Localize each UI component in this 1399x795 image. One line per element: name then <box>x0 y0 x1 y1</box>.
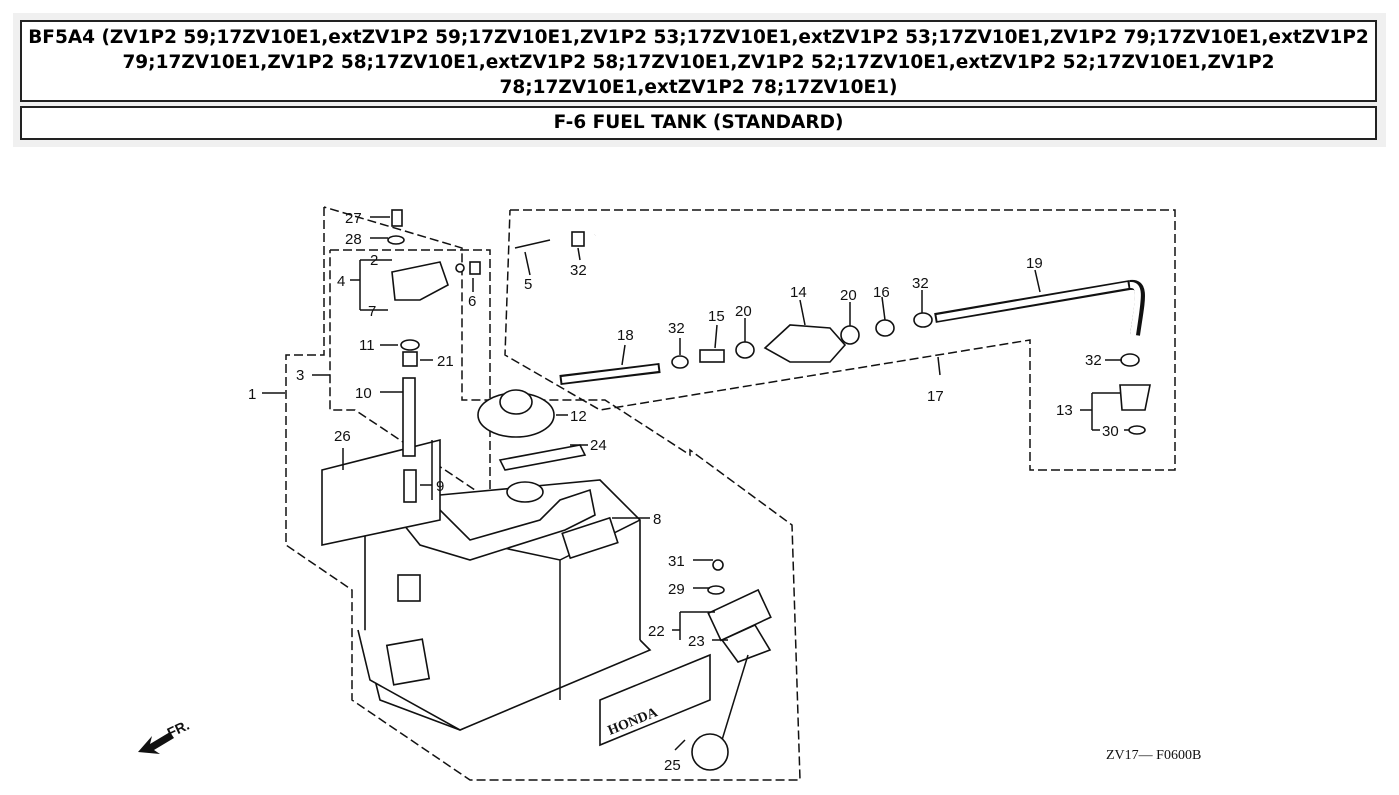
part-label-30: 30 <box>1102 423 1119 440</box>
decal-26 <box>321 438 441 546</box>
part-label-8: 8 <box>653 511 661 528</box>
fuel-tank <box>357 479 652 731</box>
part-label-14: 14 <box>790 284 807 301</box>
part-label-22: 22 <box>648 623 665 640</box>
part-label-23: 23 <box>688 633 705 650</box>
part-label-28: 28 <box>345 231 362 248</box>
part-label-21: 21 <box>437 353 454 370</box>
part-label-10: 10 <box>355 385 372 402</box>
part-label-7: 7 <box>368 303 376 320</box>
part-label-6: 6 <box>468 293 476 310</box>
outline-tank-assembly <box>285 206 801 781</box>
part-label-2: 2 <box>370 252 378 269</box>
part-label-17: 17 <box>927 388 944 405</box>
part-label-11: 11 <box>359 337 375 354</box>
part-label-32b: 32 <box>668 320 685 337</box>
part-label-32d: 32 <box>1085 352 1102 369</box>
fuel-gauge <box>691 559 772 771</box>
front-arrow: FR. <box>138 717 192 754</box>
part-label-16: 16 <box>873 284 890 301</box>
part-label-3: 3 <box>296 367 304 384</box>
part-label-26: 26 <box>334 428 351 445</box>
section-title: F-6 FUEL TANK (STANDARD) <box>20 106 1377 140</box>
part-label-29: 29 <box>668 581 685 598</box>
part-label-5: 5 <box>524 276 532 293</box>
fuel-cap <box>477 389 587 471</box>
front-arrow-icon <box>138 732 174 754</box>
part-label-20a: 20 <box>735 303 752 320</box>
part-label-9: 9 <box>436 478 444 495</box>
part-label-13: 13 <box>1056 402 1073 419</box>
part-label-15: 15 <box>708 308 725 325</box>
outline-cap-group <box>329 249 491 502</box>
part-labels: 1 2 3 4 5 6 7 8 9 10 11 12 13 14 15 16 1… <box>248 210 1119 774</box>
part-label-1: 1 <box>248 386 256 403</box>
vent-cock-assembly <box>387 209 481 503</box>
part-label-32c: 32 <box>912 275 929 292</box>
figure-code: ZV17— F0600B <box>1106 748 1201 763</box>
part-label-31: 31 <box>668 553 685 570</box>
part-label-24: 24 <box>590 437 607 454</box>
group-outlines <box>285 206 1176 781</box>
outline-fuel-line <box>504 209 1176 471</box>
part-label-25: 25 <box>664 757 681 774</box>
honda-decal: HONDA <box>599 653 711 747</box>
part-label-19: 19 <box>1026 255 1043 272</box>
part-label-32a: 32 <box>570 262 587 279</box>
front-arrow-label: FR. <box>165 717 192 741</box>
fuel-line-assembly <box>514 226 1151 435</box>
part-label-18: 18 <box>617 327 634 344</box>
part-label-20b: 20 <box>840 287 857 304</box>
leader-lines <box>262 216 1129 751</box>
part-label-4: 4 <box>337 273 345 290</box>
model-title: BF5A4 (ZV1P2 59;17ZV10E1,extZV1P2 59;17Z… <box>20 20 1377 102</box>
part-label-27: 27 <box>345 210 362 227</box>
part-label-12: 12 <box>570 408 587 425</box>
